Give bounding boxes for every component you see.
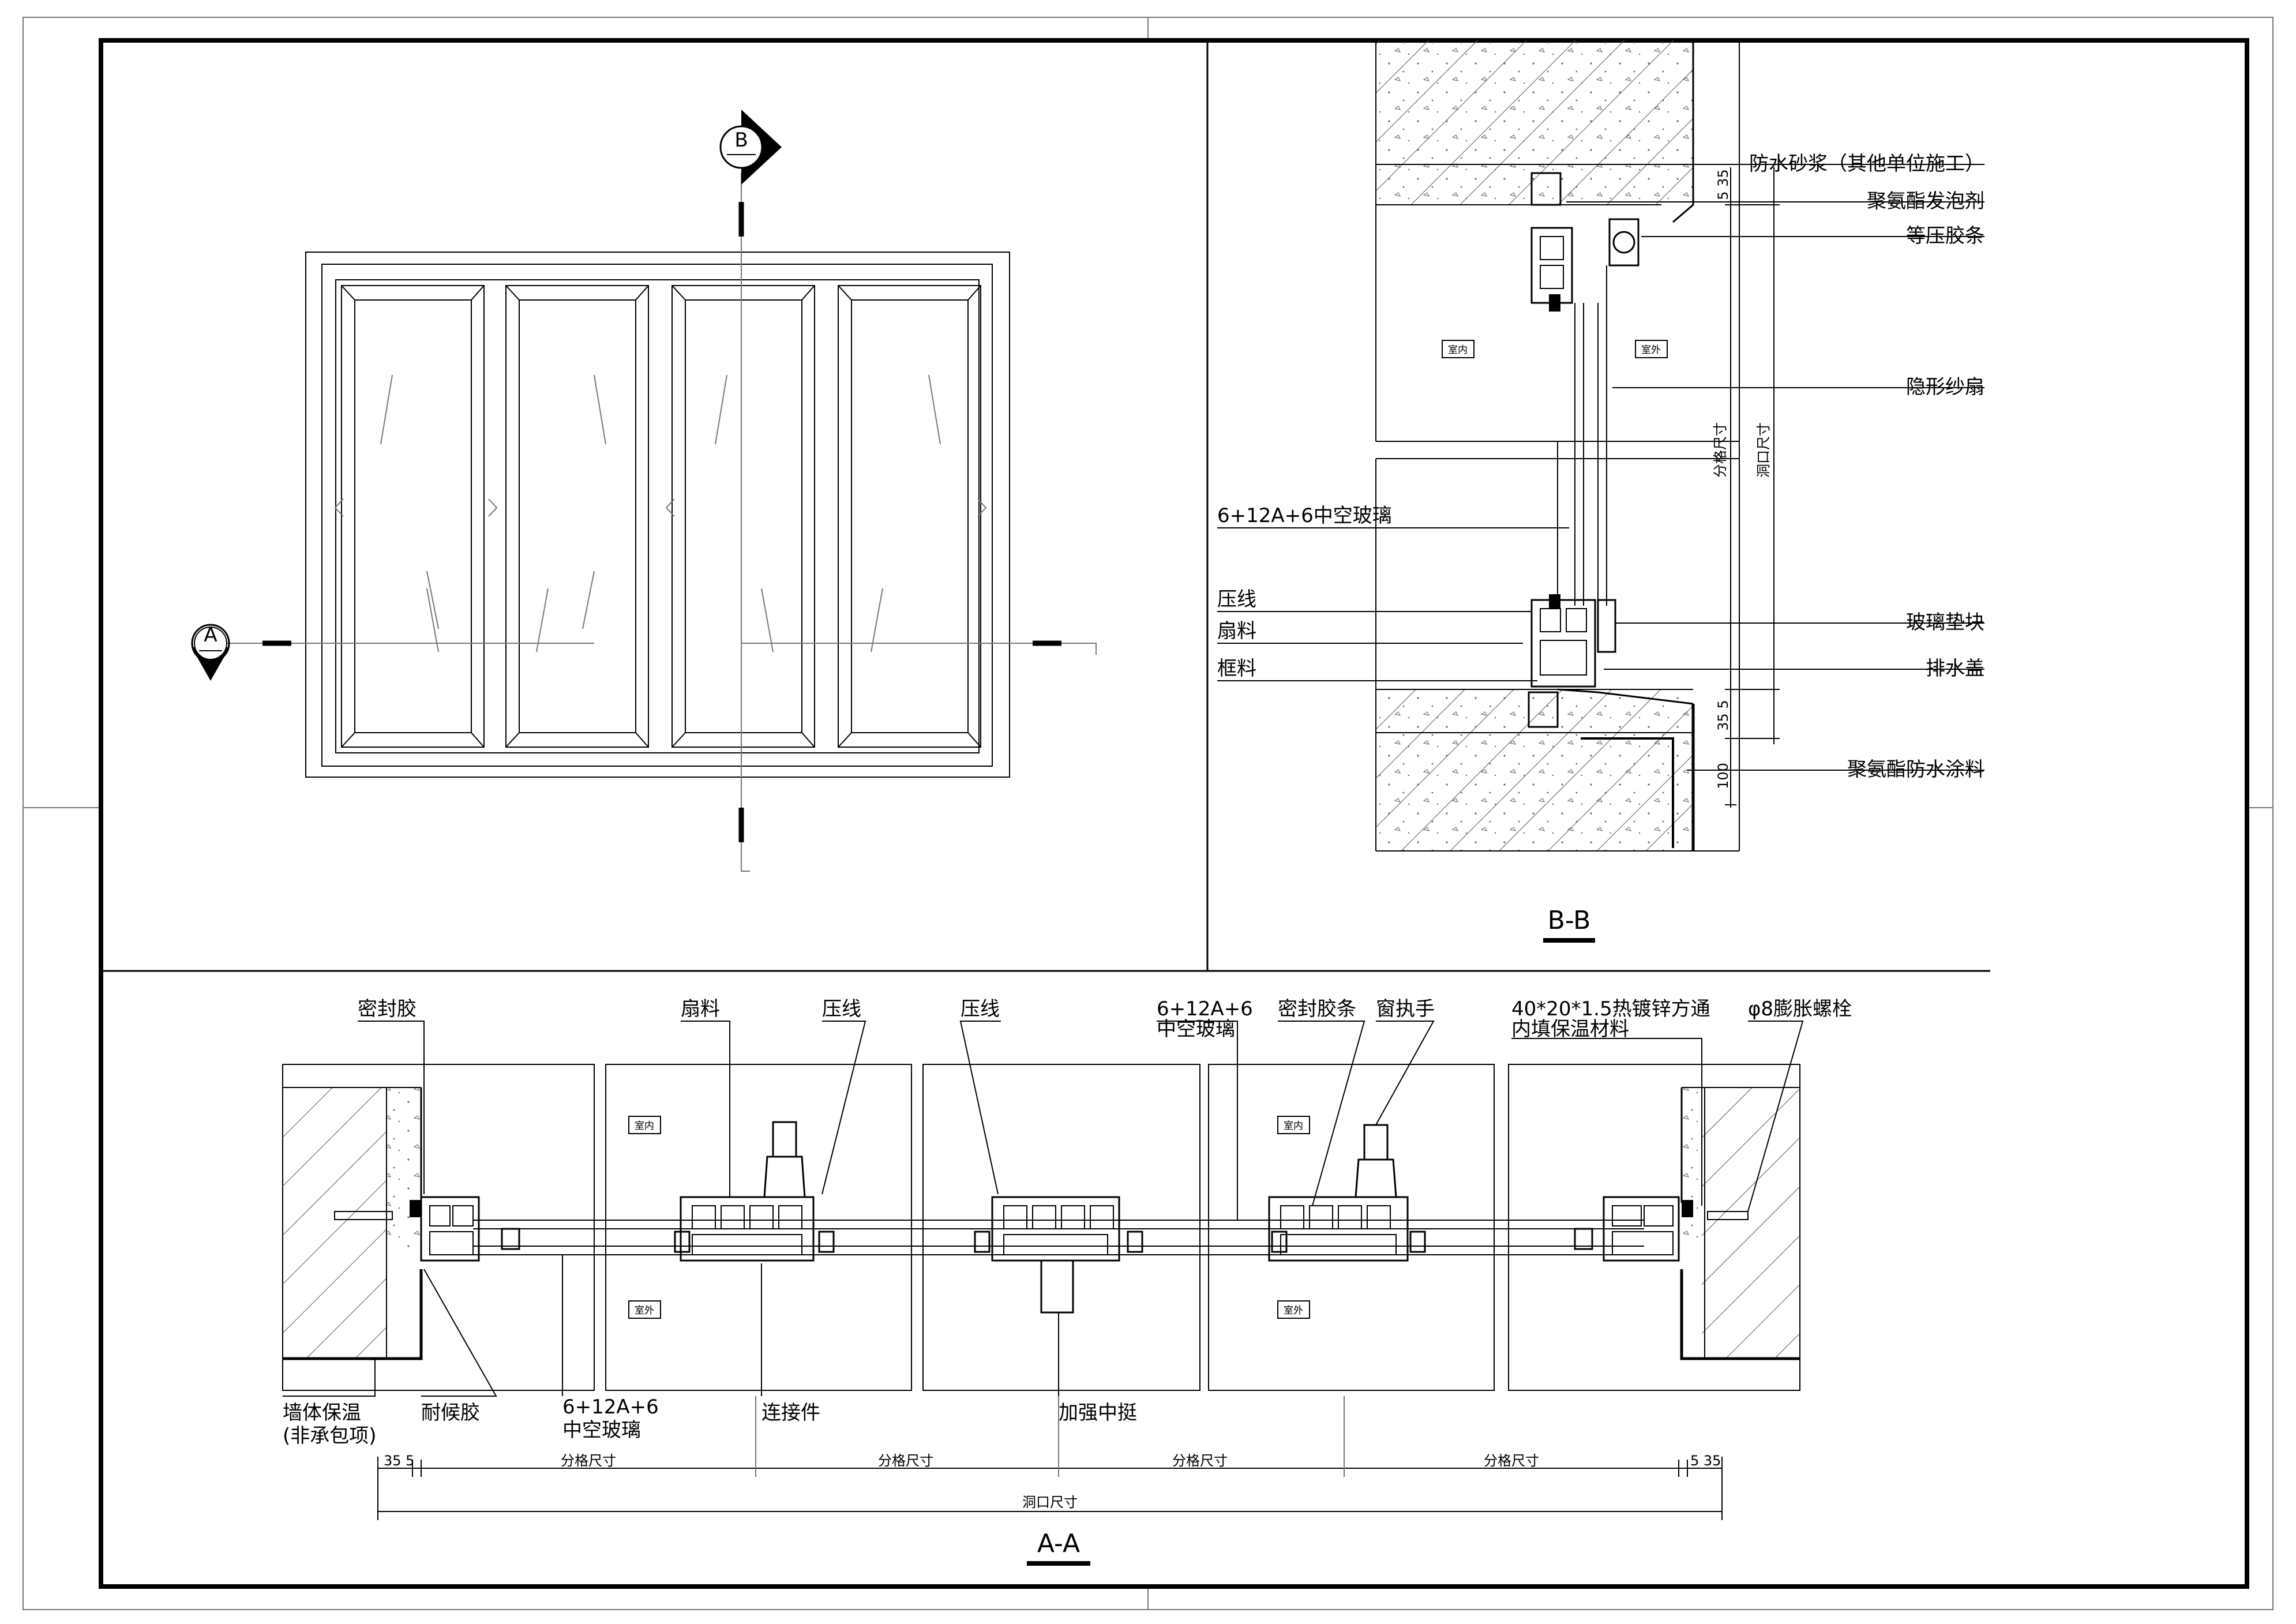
bb-label-pu-coating: 聚氨酯防水涂料 xyxy=(1847,758,1984,781)
aa-leaders-top: 密封胶 扇料 压线 压线 6+12A+6 中空玻璃 密封胶条 窗执手 40*20… xyxy=(358,997,1852,1220)
aa-label-glass-top-1: 6+12A+6 xyxy=(1157,997,1253,1021)
aa-label-sealant: 密封胶 xyxy=(358,997,417,1021)
opening-direction-marks xyxy=(334,374,987,652)
aa-label-weather-sealant: 耐候胶 xyxy=(421,1401,480,1424)
aa-label-steel-1: 40*20*1.5热镀锌方通 xyxy=(1511,997,1710,1021)
bb-label-sash: 扇料 xyxy=(1217,620,1256,643)
bb-label-glass-spacer: 玻璃垫块 xyxy=(1906,611,1984,634)
bb-section-title: B-B xyxy=(1548,906,1591,935)
aa-label-steel-2: 内填保温材料 xyxy=(1511,1018,1629,1041)
sash-2 xyxy=(505,285,649,748)
aa-label-bead-1: 压线 xyxy=(822,997,861,1021)
bb-label-bead: 压线 xyxy=(1217,588,1256,611)
aa-section-title: A-A xyxy=(1037,1529,1080,1558)
aa-label-bolt: φ8膨胀螺栓 xyxy=(1748,997,1852,1021)
aa-room-tags: 室内 室外 室内 室外 xyxy=(628,1116,1310,1319)
bb-dim-grid: 分格尺寸 xyxy=(1712,422,1728,478)
aa-label-bead-2: 压线 xyxy=(961,997,1000,1021)
aa-label-seal-strip: 密封胶条 xyxy=(1278,997,1356,1021)
bb-label-hidden-screen: 隐形纱扇 xyxy=(1906,376,1984,399)
bb-label-pressure-strip: 等压胶条 xyxy=(1906,224,1984,247)
window-sashes xyxy=(341,285,981,748)
bb-dimensions: 5 35 35 5 100 分格尺寸 洞口尺寸 xyxy=(1712,167,1780,808)
aa-profile-cluster-1 xyxy=(410,1196,520,1262)
aa-profile-cluster-5 xyxy=(1574,1196,1693,1262)
aa-profile-cluster-4 xyxy=(1268,1124,1426,1262)
bb-label-glass: 6+12A+6中空玻璃 xyxy=(1217,504,1392,527)
aa-indoor-tag-1: 室内 xyxy=(635,1120,654,1132)
aa-label-glass-top-2: 中空玻璃 xyxy=(1157,1018,1235,1041)
aa-label-handle: 窗执手 xyxy=(1376,997,1435,1021)
sash-1 xyxy=(341,285,485,748)
aa-leaders-bottom: 墙体保温 (非承包项) 耐候胶 6+12A+6 中空玻璃 连接件 加强中挺 xyxy=(283,1255,1137,1447)
aa-label-insulation-1: 墙体保温 xyxy=(283,1401,361,1424)
bb-label-drain-cap: 排水盖 xyxy=(1926,657,1984,680)
bb-dim-opening: 洞口尺寸 xyxy=(1755,422,1772,478)
section-aa: 室内 室外 室内 室外 密封胶 扇料 压线 压线 6+12A+6 中空玻璃 密封… xyxy=(282,997,1852,1566)
bb-leaders-right: 防水砂浆（其他单位施工） 聚氨酯发泡剂 等压胶条 隐形纱扇 玻璃垫块 排水盖 聚… xyxy=(1566,152,1984,781)
aa-dim-opening: 洞口尺寸 xyxy=(1022,1494,1078,1510)
sash-3 xyxy=(671,285,815,748)
marker-b-label: B xyxy=(734,129,748,152)
aa-dim-left: 35 5 xyxy=(384,1453,414,1469)
aa-label-glass-bottom-2: 中空玻璃 xyxy=(562,1419,641,1442)
aa-outdoor-tag-2: 室外 xyxy=(1284,1305,1303,1317)
bb-room-tags: 室内 室外 xyxy=(1442,340,1668,358)
bb-dim-bottom: 35 5 xyxy=(1715,700,1731,730)
elevation-plan: A B xyxy=(191,110,1097,872)
bb-dim-top: 5 35 xyxy=(1715,169,1731,200)
bb-dim-100: 100 xyxy=(1715,763,1731,789)
aa-label-connector: 连接件 xyxy=(761,1401,820,1424)
bb-outdoor-tag: 室外 xyxy=(1641,344,1661,356)
aa-dim-grid-4: 分格尺寸 xyxy=(1484,1453,1539,1469)
aa-dim-right: 5 35 xyxy=(1690,1453,1721,1469)
aa-profile-cluster-2 xyxy=(674,1121,835,1262)
aa-dimensions: 35 5 分格尺寸 分格尺寸 分格尺寸 分格尺寸 5 35 洞口尺寸 xyxy=(377,1396,1723,1520)
bb-label-pu-foam: 聚氨酯发泡剂 xyxy=(1867,190,1984,213)
aa-outdoor-tag-1: 室外 xyxy=(635,1305,654,1317)
aa-label-glass-bottom-1: 6+12A+6 xyxy=(562,1396,659,1419)
aa-dim-grid-3: 分格尺寸 xyxy=(1172,1453,1228,1469)
marker-a-label: A xyxy=(204,624,217,647)
sheet-border xyxy=(22,17,2274,1610)
aa-indoor-tag-2: 室内 xyxy=(1284,1120,1303,1132)
aa-dim-grid-1: 分格尺寸 xyxy=(561,1453,616,1469)
section-bb: 室内 室外 5 35 35 5 100 分格尺寸 洞口尺寸 xyxy=(1217,40,1984,943)
aa-dim-grid-2: 分格尺寸 xyxy=(878,1453,933,1469)
bb-leaders-left: 6+12A+6中空玻璃 压线 扇料 框料 xyxy=(1217,504,1569,681)
sash-4 xyxy=(838,285,981,748)
bb-label-waterproof-mortar: 防水砂浆（其他单位施工） xyxy=(1749,152,1984,175)
bb-frame-profiles xyxy=(1528,172,1640,728)
bb-indoor-tag: 室内 xyxy=(1448,344,1468,356)
section-marker-a: A xyxy=(191,624,230,681)
aa-label-mullion: 加强中挺 xyxy=(1059,1401,1137,1424)
aa-label-sash: 扇料 xyxy=(681,997,720,1021)
section-marker-b: B xyxy=(719,110,782,185)
bb-label-frame: 框料 xyxy=(1217,657,1256,680)
aa-label-insulation-2: (非承包项) xyxy=(283,1424,377,1447)
aa-profile-cluster-3 xyxy=(974,1196,1143,1314)
